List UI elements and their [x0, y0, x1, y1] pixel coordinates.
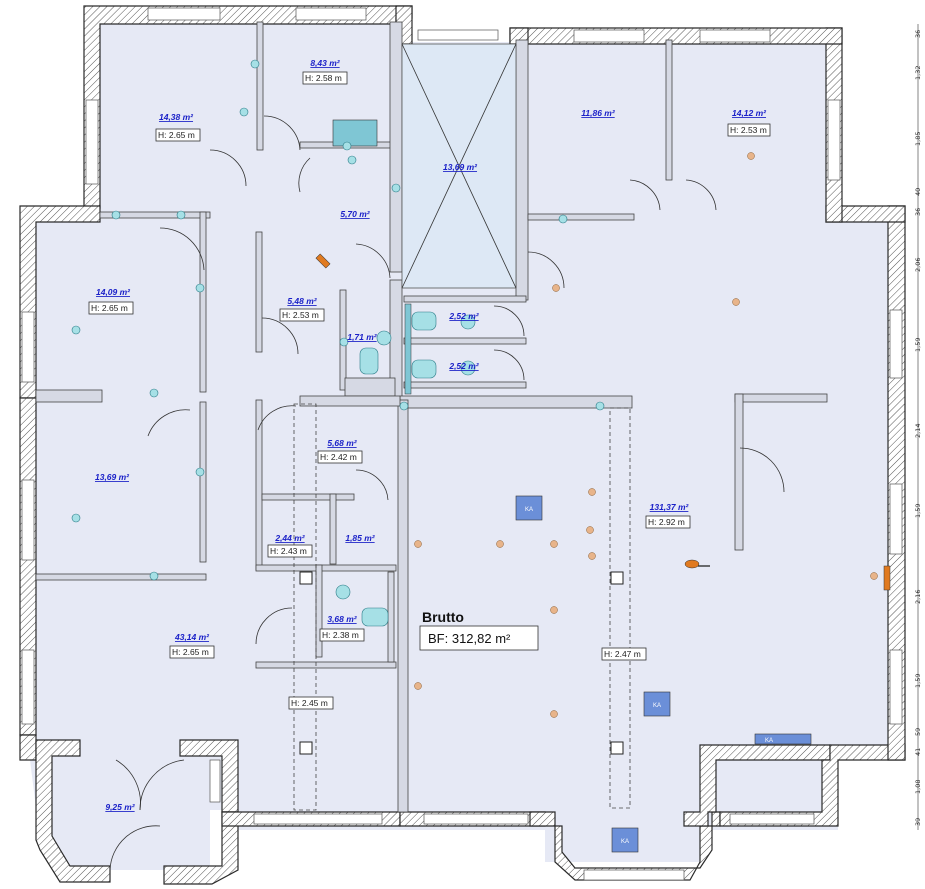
- room-area: 14,38 m²: [159, 112, 194, 122]
- beams: [293, 403, 631, 811]
- right-dimension-chain: 36 1,32 1,85 40 36 2,06 1,59 2,14 1,59 2…: [914, 24, 922, 830]
- doors: [109, 115, 785, 871]
- ka-label: KA: [653, 703, 661, 709]
- dim-label: 40: [914, 188, 922, 196]
- dim-label: 1,85: [914, 132, 922, 146]
- room-area: 5,70 m²: [340, 209, 370, 219]
- room-area: 2,44 m²: [274, 533, 305, 543]
- dim-label: 36: [914, 208, 922, 216]
- room-area: 43,14 m²: [174, 632, 210, 642]
- room-height: H: 2.58 m: [305, 73, 342, 83]
- room-area: 5,68 m²: [327, 438, 357, 448]
- room-height: H: 2.53 m: [730, 125, 767, 135]
- dim-label: 36: [914, 30, 922, 38]
- ka-units: KA KA KA KA: [515, 495, 812, 853]
- floor-area: [30, 14, 895, 870]
- room-area: 2,52 m²: [448, 311, 479, 321]
- dim-label: 1,59: [914, 338, 922, 352]
- room-area: 13,69 m²: [95, 472, 130, 482]
- room-height: H: 2.65 m: [172, 647, 209, 657]
- room-area: 5,48 m²: [287, 296, 317, 306]
- dim-label: 1,32: [914, 66, 922, 80]
- ka-label: KA: [525, 507, 533, 513]
- brutto-title: Brutto: [422, 609, 464, 625]
- dim-label: 1,08: [914, 780, 922, 794]
- windows: [21, 7, 903, 881]
- room-labels: 14,38 m² H: 2.65 m 8,43 m² H: 2.58 m 13,…: [88, 58, 771, 812]
- room-area: 2,52 m²: [448, 361, 479, 371]
- room-height: H: 2.42 m: [320, 452, 357, 462]
- ka-label: KA: [765, 738, 773, 744]
- room-area: 14,09 m²: [96, 287, 131, 297]
- interior-walls: [35, 21, 828, 813]
- room-height: H: 2.65 m: [91, 303, 128, 313]
- room-height: H: 2.47 m: [604, 649, 641, 659]
- room-height: H: 2.65 m: [158, 130, 195, 140]
- room-height: H: 2.43 m: [270, 546, 307, 556]
- dim-label: 2,14: [914, 424, 922, 438]
- dim-label: 1,59: [914, 674, 922, 688]
- room-area: 3,68 m²: [327, 614, 357, 624]
- dim-label: 39: [914, 818, 922, 826]
- ka-label: KA: [621, 839, 629, 845]
- dim-label: 2,16: [914, 590, 922, 604]
- dim-label: 41: [914, 748, 922, 756]
- brutto-value: BF: 312,82 m²: [428, 631, 511, 646]
- dim-label: 59: [914, 728, 922, 736]
- room-area: 13,69 m²: [443, 162, 478, 172]
- room-area: 11,86 m²: [581, 108, 616, 118]
- room-area: 1,71 m²: [347, 332, 377, 342]
- room-area: 131,37 m²: [650, 502, 690, 512]
- room-area: 9,25 m²: [105, 802, 135, 812]
- room-height: H: 2.92 m: [648, 517, 685, 527]
- brutto-summary: Brutto BF: 312,82 m²: [419, 609, 539, 651]
- room-height: H: 2.38 m: [322, 630, 359, 640]
- room-area: 14,12 m²: [732, 108, 767, 118]
- dim-label: 2,06: [914, 258, 922, 272]
- markers: [71, 59, 891, 718]
- atrium-void: [401, 43, 517, 289]
- room-height: H: 2.45 m: [291, 698, 328, 708]
- sanitary-fixtures: [332, 119, 476, 627]
- room-height: H: 2.53 m: [282, 310, 319, 320]
- dim-label: 1,59: [914, 504, 922, 518]
- room-area: 8,43 m²: [310, 58, 340, 68]
- room-area: 1,85 m²: [345, 533, 375, 543]
